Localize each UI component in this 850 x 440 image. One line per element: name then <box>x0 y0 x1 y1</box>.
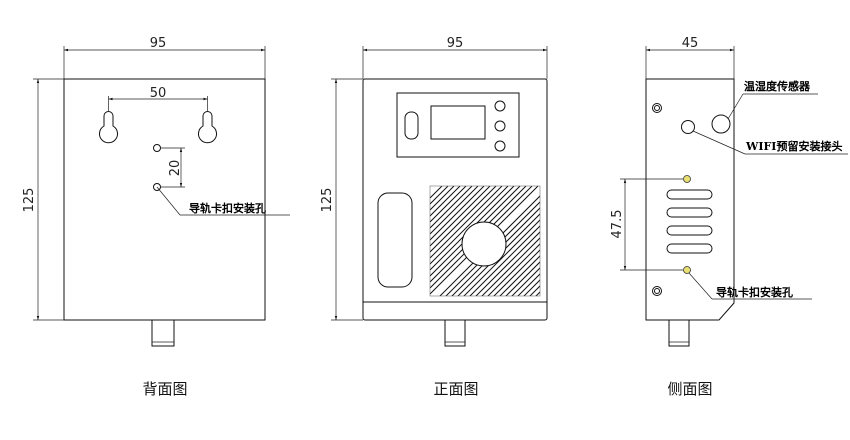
front-view-caption: 正面图 <box>433 380 478 398</box>
front-view: 95 125 正面图 <box>320 36 548 398</box>
indicator-slot <box>404 111 419 140</box>
screw-top <box>652 103 662 113</box>
rail-hole-label: 导轨卡扣安装孔 <box>189 201 266 215</box>
keyhole-right <box>198 111 217 144</box>
screw-bottom <box>652 286 662 296</box>
side-view: 45 温湿度传感器 WIFI预留安装接头 47.5 导轨卡扣安装孔 <box>610 36 848 398</box>
side-rail-hole-label: 导轨卡扣安装孔 <box>716 285 793 299</box>
side-panel <box>645 78 735 321</box>
side-slot-spacing-dimension: 47.5 <box>610 210 625 239</box>
back-panel <box>63 78 266 321</box>
vent-slot <box>666 243 713 254</box>
front-height-dimension: 125 <box>320 188 335 213</box>
vent-slot <box>666 225 713 236</box>
slot-spacing-dimension: 20 <box>168 160 183 177</box>
display-module <box>396 92 520 158</box>
back-width-dimension: 95 <box>150 36 167 51</box>
side-rail-hole-bottom <box>683 266 691 274</box>
vent-slot <box>666 207 713 218</box>
side-rail-hole-top <box>683 175 691 183</box>
front-connector <box>444 319 466 347</box>
side-connector <box>668 319 690 347</box>
lcd-screen <box>430 105 486 140</box>
button-2 <box>494 120 506 132</box>
hole-spacing-dimension: 50 <box>150 86 167 101</box>
wifi-label: WIFI预留安装接头 <box>745 139 842 153</box>
back-connector <box>151 319 175 347</box>
sensor-port <box>711 114 731 134</box>
side-depth-dimension: 45 <box>682 36 699 51</box>
side-view-caption: 侧面图 <box>667 380 712 398</box>
button-1 <box>494 100 506 112</box>
back-height-dimension: 125 <box>22 188 37 213</box>
button-3 <box>494 140 506 152</box>
fan-hub <box>461 221 507 267</box>
sensor-label: 温湿度传感器 <box>744 79 811 93</box>
wifi-port <box>681 120 695 134</box>
back-view: 95 125 50 20 导轨卡扣安装孔 背面图 <box>22 36 290 398</box>
rail-hole-bottom <box>153 183 161 191</box>
front-width-dimension: 95 <box>447 36 464 51</box>
side-vent-slot <box>377 192 413 288</box>
back-view-caption: 背面图 <box>142 380 187 398</box>
rail-hole-top <box>153 144 161 152</box>
vent-slot <box>666 189 713 200</box>
keyhole-left <box>99 111 118 144</box>
